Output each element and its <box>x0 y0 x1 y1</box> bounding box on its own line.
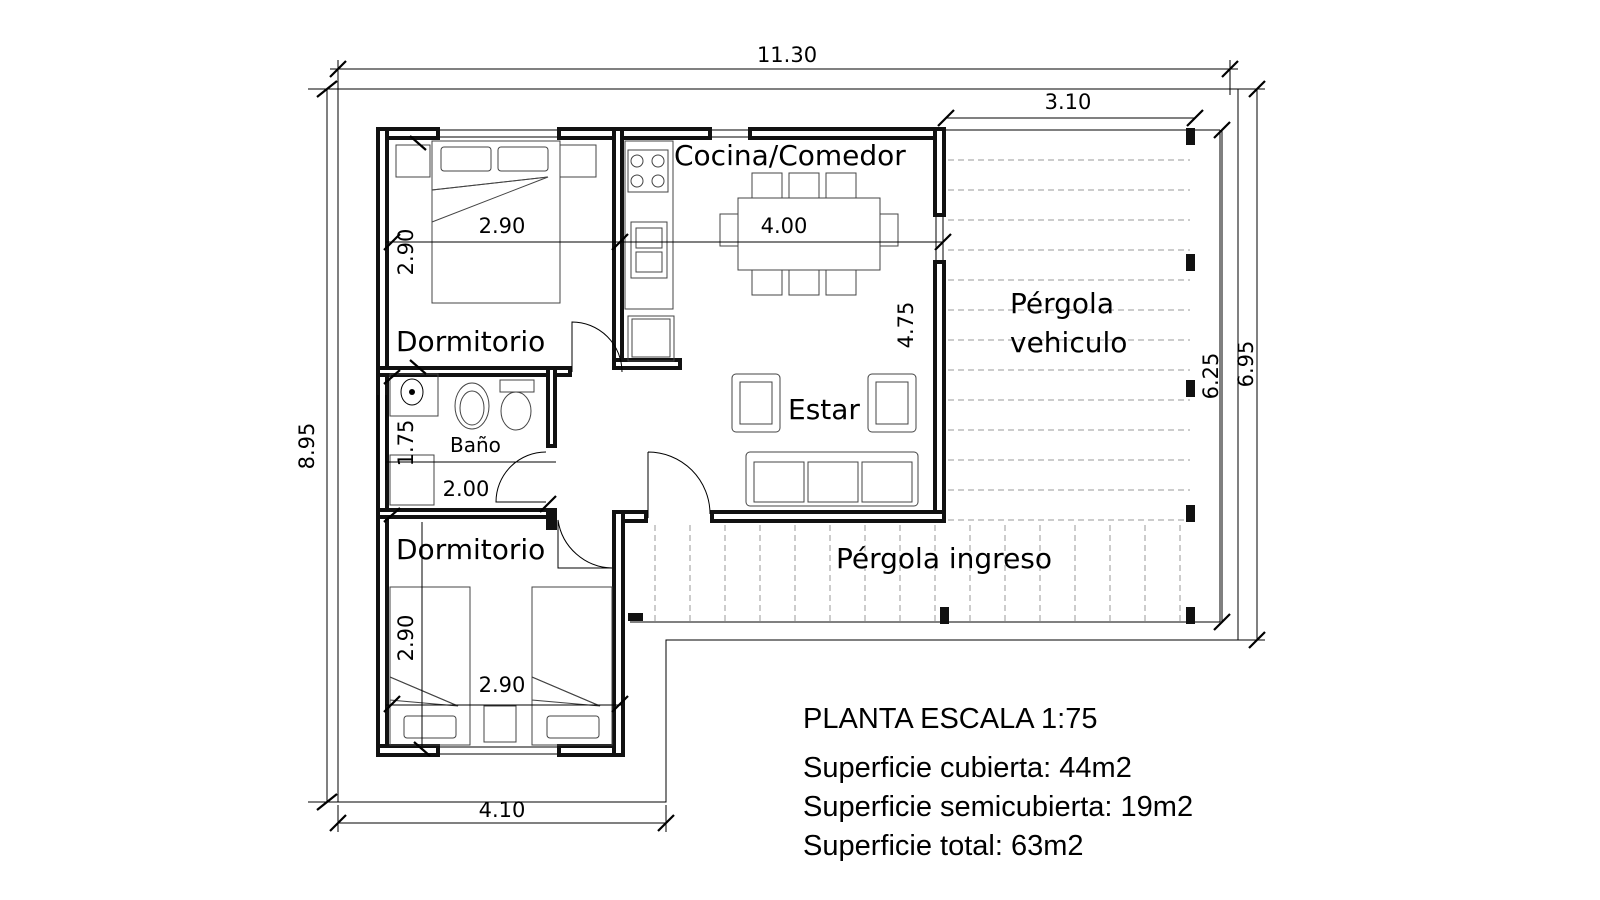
dim-dorm-bottom-depth: 2.90 <box>394 615 418 662</box>
dim-cocina-width: 4.00 <box>761 214 808 238</box>
room-label-dormitorio-bottom: Dormitorio <box>396 533 545 566</box>
room-label-bano: Baño <box>450 433 501 457</box>
pergola-ingreso-grid <box>630 525 1220 623</box>
twin-beds <box>389 586 613 746</box>
dim-right-depth: 6.95 <box>1234 341 1258 388</box>
windows <box>377 129 944 755</box>
living-furniture <box>731 373 919 507</box>
dim-pergola-depth: 6.25 <box>1199 353 1223 400</box>
pergola-vehiculo-grid <box>948 129 1190 521</box>
dim-overall-depth: 8.95 <box>295 423 319 470</box>
room-label-pergola-ingreso: Pérgola ingreso <box>836 542 1052 575</box>
dim-bano-depth: 1.75 <box>394 420 418 467</box>
double-bed <box>395 140 597 304</box>
plan-title: PLANTA ESCALA 1:75 <box>803 703 1097 735</box>
area-total: Superficie total: 63m2 <box>803 830 1083 862</box>
doors <box>495 321 711 569</box>
dim-pergola-width: 3.10 <box>1045 90 1092 114</box>
bathroom-fixtures <box>389 373 535 506</box>
dim-dorm-top-width: 2.90 <box>479 214 526 238</box>
room-label-pergola-vehiculo-1: Pérgola <box>1010 287 1114 320</box>
pergola-posts <box>628 128 1195 624</box>
room-label-cocina: Cocina/Comedor <box>674 139 906 172</box>
dim-dorm-bottom-width: 2.90 <box>479 673 526 697</box>
dimension-lines <box>308 60 1266 832</box>
walls <box>376 127 946 757</box>
dim-overall-width: 11.30 <box>757 43 817 67</box>
area-semicubierta: Superficie semicubierta: 19m2 <box>803 791 1193 823</box>
dim-cocina-depth: 4.75 <box>894 302 918 349</box>
room-label-pergola-vehiculo-2: vehiculo <box>1010 326 1127 359</box>
area-cubierta: Superficie cubierta: 44m2 <box>803 752 1132 784</box>
dim-dorm-top-depth: 2.90 <box>394 229 418 276</box>
kitchen-counter <box>624 140 675 362</box>
dim-bano-width: 2.00 <box>443 477 490 501</box>
dining-table <box>719 172 899 296</box>
room-label-dormitorio-top: Dormitorio <box>396 325 545 358</box>
dim-bottom-width: 4.10 <box>479 798 526 822</box>
room-label-estar: Estar <box>788 393 860 426</box>
